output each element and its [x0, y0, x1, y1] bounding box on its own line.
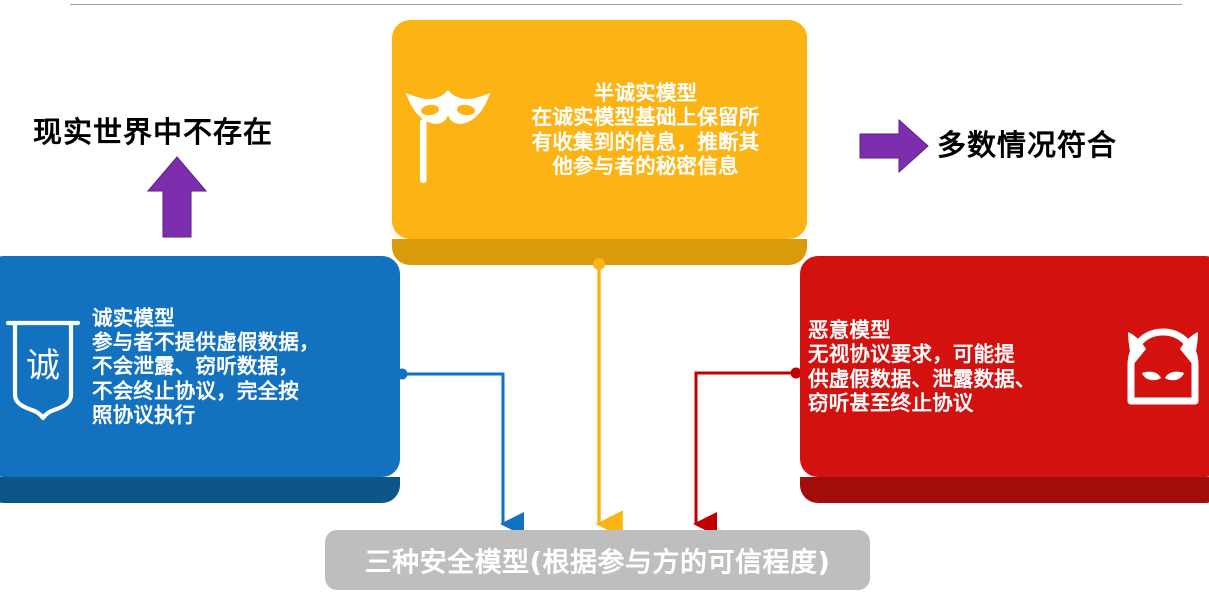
card-shadow-band: [800, 477, 1209, 503]
card-malicious-text: 恶意模型 无视协议要求，可能提 供虚假数据、泄露数据、 窃听甚至终止协议: [808, 318, 1036, 415]
card-honest-text: 诚实模型 参与者不提供虚假数据， 不会泄露、窃听数据， 不会终止协议，完全按 照…: [92, 306, 320, 427]
semi-honest-connector: [593, 258, 623, 538]
pennant-banner-icon: 诚: [0, 311, 86, 423]
card-semi-honest-model[interactable]: 半诚实模型 在诚实模型基础上保留所 有收集到的信息，推断其 他参与者的秘密信息: [392, 20, 807, 265]
card-face: [392, 20, 807, 239]
card-content: 诚 诚实模型 参与者不提供虚假数据， 不会泄露、窃听数据， 不会终止协议，完全按…: [0, 256, 400, 477]
malicious-connector: [693, 367, 802, 536]
summary-banner-text: 三种安全模型(根据参与方的可信程度): [364, 547, 831, 579]
right-arrow-icon: [858, 118, 930, 178]
card-shadow-band: [0, 477, 400, 503]
card-honest-model[interactable]: 诚 诚实模型 参与者不提供虚假数据， 不会泄露、窃听数据， 不会终止协议，完全按…: [0, 256, 400, 503]
card-semi-honest-text: 半诚实模型 在诚实模型基础上保留所 有收集到的信息，推断其 他参与者的秘密信息: [531, 81, 760, 178]
card-malicious-model[interactable]: 恶意模型 无视协议要求，可能提 供虚假数据、泄露数据、 窃听甚至终止协议: [800, 256, 1209, 503]
devil-face-icon: [1109, 313, 1209, 421]
masquerade-mask-icon: [402, 75, 494, 185]
card-content: 恶意模型 无视协议要求，可能提 供虚假数据、泄露数据、 窃听甚至终止协议: [800, 256, 1209, 477]
honest-connector: [396, 368, 524, 536]
card-face: [800, 256, 1209, 477]
up-arrow-icon: [146, 155, 208, 243]
label-mostly-fits: 多数情况符合: [937, 128, 1118, 162]
card-face: [0, 256, 400, 477]
top-divider-rule: [70, 4, 1182, 5]
label-not-exist-in-real-world: 现实世界中不存在: [33, 115, 274, 149]
pennant-icon-glyph: 诚: [26, 346, 60, 386]
card-content: 半诚实模型 在诚实模型基础上保留所 有收集到的信息，推断其 他参与者的秘密信息: [392, 20, 807, 239]
summary-banner[interactable]: 三种安全模型(根据参与方的可信程度): [325, 530, 870, 590]
card-shadow-band: [392, 239, 807, 265]
